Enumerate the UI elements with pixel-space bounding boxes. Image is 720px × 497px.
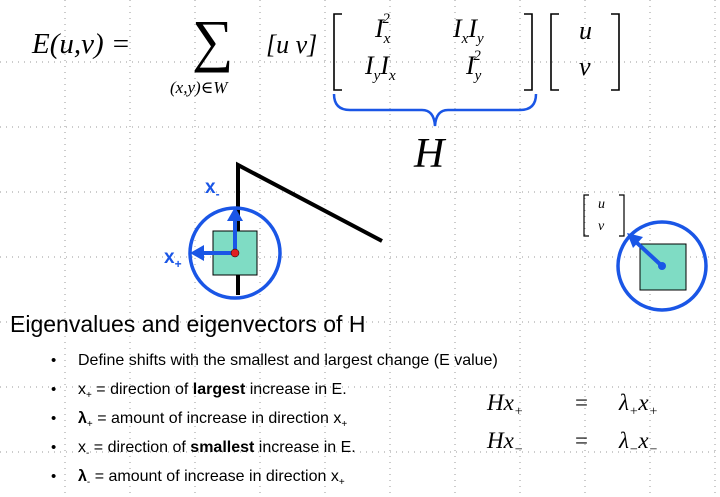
sum-subscript: (x,y)∈W [170, 78, 228, 97]
small-vector-brackets [583, 194, 625, 237]
column-vector-u: u [579, 16, 592, 45]
column-vector-brackets [550, 13, 620, 91]
brace-label-H: H [414, 131, 445, 177]
label-x-plus: x+ [164, 247, 182, 271]
column-vector-v: v [579, 52, 591, 81]
hessian-matrix-brackets [333, 13, 533, 91]
underbrace [332, 93, 538, 127]
bullet-item: λ+ = amount of increase in direction x+ [40, 404, 498, 433]
matrix-entry-21: IyIx [365, 51, 396, 85]
matrix-entry-11: Ix2 [375, 11, 391, 48]
bullet-item: λ- = amount of increase in direction x+ [40, 462, 498, 491]
bullet-list: Define shifts with the smallest and larg… [40, 346, 498, 491]
shift-window-diagram [616, 220, 708, 312]
bullet-item: x- = direction of smallest increase in E… [40, 433, 498, 462]
label-x-minus: x- [205, 177, 220, 201]
bullet-item: x+ = direction of largest increase in E. [40, 375, 498, 404]
section-heading: Eigenvalues and eigenvectors of H [10, 311, 366, 337]
small-vector-v: v [598, 219, 605, 234]
equation-lhs: E(u,v) = [32, 28, 131, 60]
sum-symbol: ∑ [192, 8, 234, 73]
matrix-entry-22: Iy2 [466, 48, 482, 85]
corner-patch-diagram [188, 161, 383, 300]
bullet-item: Define shifts with the smallest and larg… [40, 346, 498, 375]
row-vector: [u v] [266, 30, 318, 59]
matrix-entry-12: IxIy [453, 14, 484, 48]
small-vector-u: u [598, 197, 605, 212]
